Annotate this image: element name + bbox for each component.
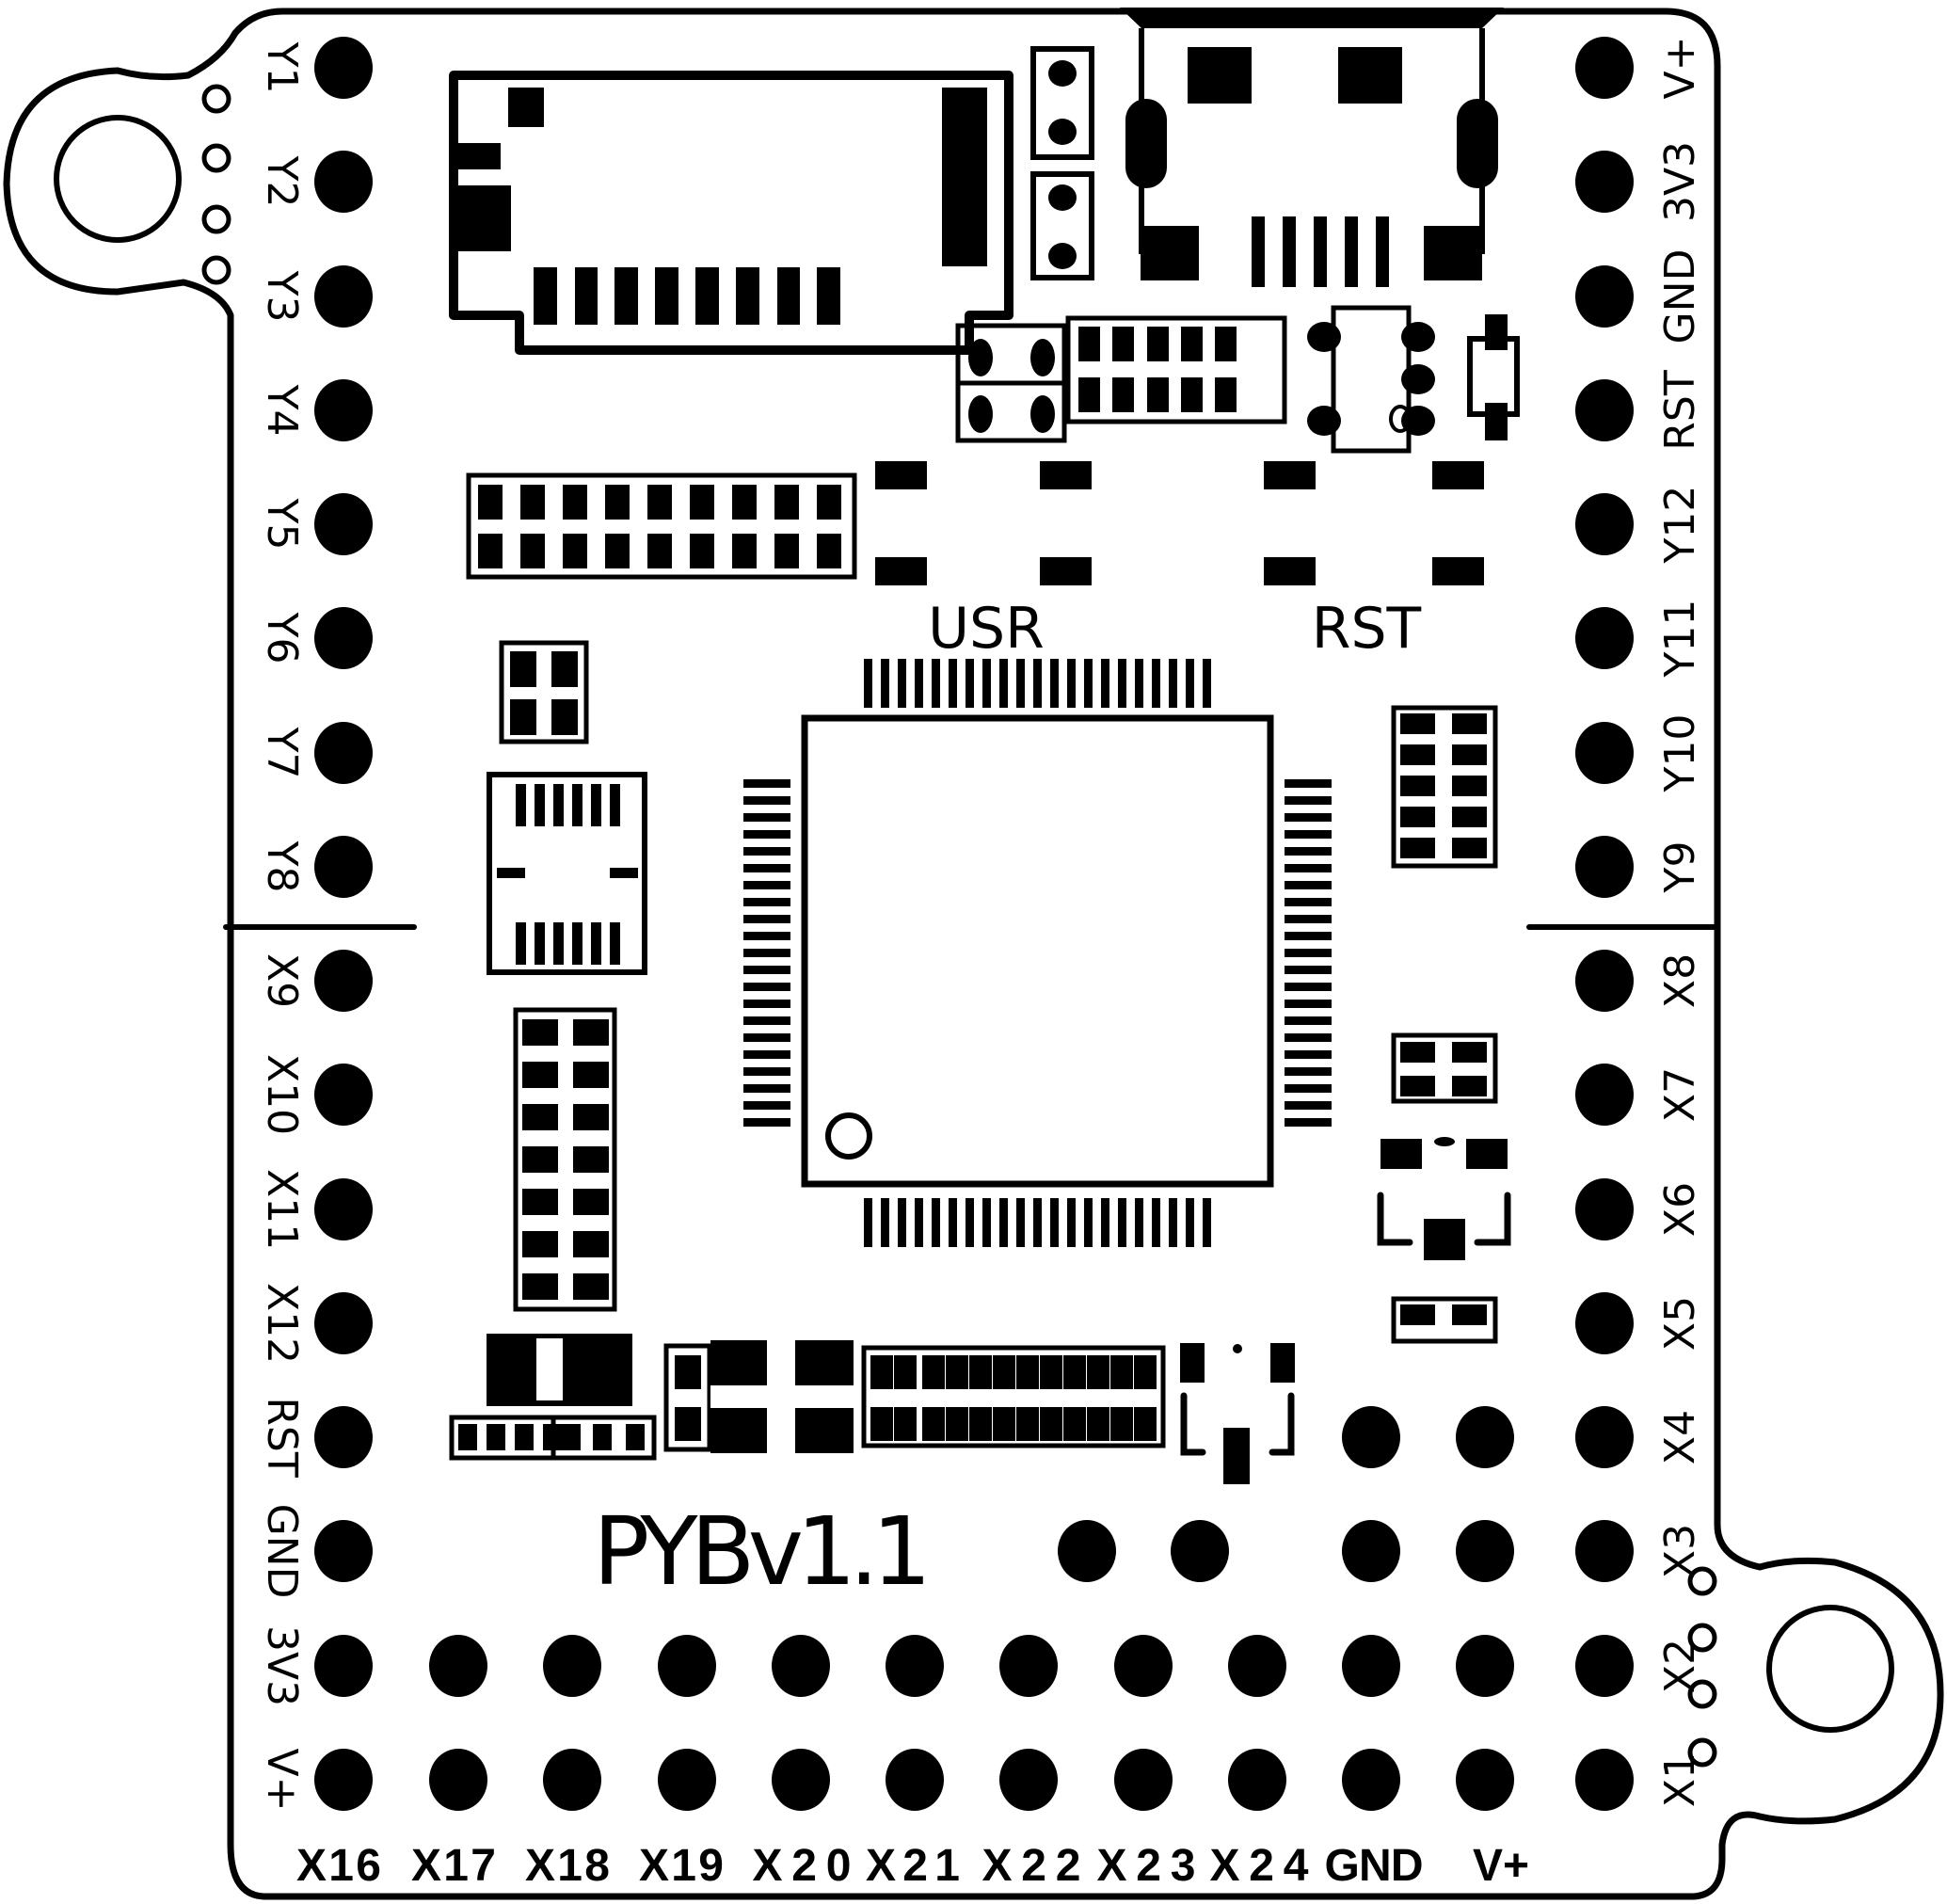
right-pin-label: Y12 — [1656, 486, 1704, 565]
usr-label: USR — [928, 596, 1045, 662]
right-pin-label: X6 — [1656, 1182, 1704, 1237]
bottom-pin-labels: X16 X17 X18 X19 X20 X21 X22 X23 X24 GND … — [296, 1841, 1529, 1891]
capacitor-pair-right — [1391, 1032, 1498, 1104]
board-outline — [3, 8, 1944, 1900]
right-pin-label: V+ — [1656, 37, 1704, 100]
left-pin-label: GND — [258, 1504, 306, 1599]
board-name-label: PYBv1.1 — [593, 1496, 932, 1607]
right-pin-label: 3V3 — [1656, 141, 1704, 222]
resistor-array-left — [466, 472, 857, 580]
right-pin-label: X4 — [1656, 1410, 1704, 1464]
resistor-array-bottom-right — [861, 1345, 1166, 1448]
right-pin-label: X8 — [1656, 953, 1704, 1008]
right-header-pads — [1575, 37, 1634, 1811]
bottom-pin-label: X21 — [866, 1841, 960, 1891]
resistor-array-left-tall — [513, 1007, 617, 1312]
left-pin-label: X11 — [258, 1169, 306, 1250]
pin1-marker — [825, 1112, 872, 1160]
left-pin-label: RST — [258, 1397, 306, 1478]
right-pin-label: GND — [1656, 249, 1704, 344]
right-pin-label: Y11 — [1656, 600, 1704, 679]
right-pin-label: X7 — [1656, 1067, 1704, 1122]
right-pin-label: Y10 — [1656, 714, 1704, 793]
led-pair-top — [1030, 46, 1094, 280]
bottom-pin-label: X24 — [1210, 1841, 1309, 1891]
right-pin-label: X1 — [1656, 1752, 1704, 1807]
bottom-pin-label: X23 — [1097, 1841, 1196, 1891]
capacitor-pair-left — [499, 640, 589, 744]
left-pin-label: Y4 — [258, 384, 306, 437]
regulator-right — [1377, 1137, 1511, 1260]
resistor-array-top — [1065, 315, 1287, 424]
left-pin-label: Y1 — [258, 41, 306, 94]
right-pin-labels: V+ 3V3 GND RST Y12 Y11 Y10 Y9 X8 X7 X6 X… — [1656, 37, 1704, 1808]
resistor-array-right — [1391, 705, 1498, 869]
usb-connector — [1120, 8, 1504, 287]
left-pin-label: X12 — [258, 1283, 306, 1364]
left-pin-label: Y8 — [258, 840, 306, 893]
diode-bottom-left — [487, 1334, 632, 1406]
small-vias-right — [1687, 1566, 1717, 1768]
left-pin-label: Y7 — [258, 727, 306, 779]
bottom-pin-label: GND — [1325, 1841, 1424, 1891]
left-pin-label: Y3 — [258, 270, 306, 323]
left-header-pads — [314, 37, 373, 1811]
right-pin-label: X5 — [1656, 1296, 1704, 1351]
bottom-header-pads — [429, 1635, 1514, 1811]
usr-button-pads — [875, 461, 1092, 585]
capacitor-right-bottom — [1391, 1296, 1498, 1344]
capacitor-bottom-1 — [663, 1343, 712, 1452]
bottom-pin-label: X17 — [411, 1841, 496, 1891]
crystal-bottom — [710, 1340, 854, 1453]
left-pin-label: X9 — [258, 953, 306, 1008]
regulator-bottom — [1180, 1343, 1295, 1484]
soic-chip — [487, 772, 647, 975]
left-pin-label: X10 — [258, 1054, 306, 1135]
microsd-socket — [449, 71, 1013, 355]
right-pin-label: RST — [1656, 370, 1704, 451]
bottom-pin-label: X22 — [982, 1841, 1081, 1891]
mounting-hole-top-left — [54, 115, 182, 243]
left-pin-label: V+ — [258, 1749, 306, 1812]
rst-label: RST — [1312, 596, 1422, 662]
crystal-pads — [955, 323, 1067, 443]
left-pin-label: Y2 — [258, 155, 306, 208]
bottom-pin-label: X16 — [296, 1841, 381, 1891]
mounting-hole-bottom-right — [1766, 1605, 1894, 1733]
rst-button-pads — [1264, 461, 1484, 585]
left-pin-label: 3V3 — [258, 1625, 306, 1706]
right-pin-label: X2 — [1656, 1639, 1704, 1693]
left-pin-label: Y5 — [258, 498, 306, 551]
bottom-pin-label: X18 — [525, 1841, 610, 1891]
switch-module — [1307, 305, 1520, 454]
small-vias-left — [201, 84, 231, 285]
resistor-array-bottom-left — [449, 1415, 657, 1461]
mcu-chip — [743, 659, 1332, 1247]
left-pin-labels: Y1 Y2 Y3 Y4 Y5 Y6 Y7 Y8 X9 X10 X11 X12 R… — [258, 41, 306, 1812]
bottom-pin-label: X20 — [753, 1841, 852, 1891]
right-pin-label: X3 — [1656, 1524, 1704, 1578]
inner-pads — [1058, 1406, 1514, 1582]
bottom-pin-label: X19 — [639, 1841, 724, 1891]
bottom-pin-label: V+ — [1473, 1841, 1529, 1891]
left-pin-label: Y6 — [258, 612, 306, 664]
right-pin-label: Y9 — [1656, 841, 1704, 894]
